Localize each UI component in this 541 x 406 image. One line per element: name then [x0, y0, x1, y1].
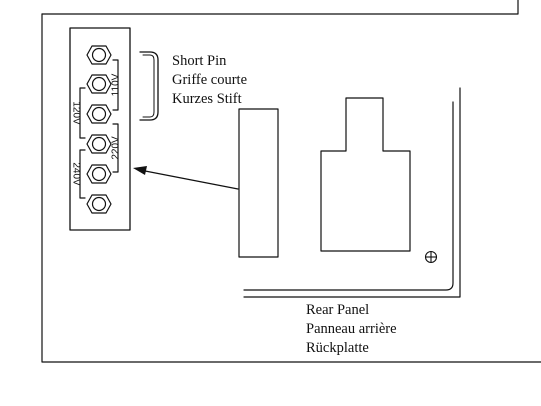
short-pin-label-2: Griffe courte: [172, 72, 248, 88]
voltage-label-120v: 120V: [70, 101, 82, 125]
pointer-arrow-line: [139, 169, 239, 190]
tall-component: [238, 108, 279, 258]
rear-panel-label-1: Rear Panel: [306, 302, 370, 318]
pin-3: [86, 104, 112, 124]
rear-panel-inner: [243, 101, 454, 291]
voltage-label-240v: 240V: [70, 162, 82, 186]
bracket-220v: [112, 123, 119, 173]
bracket-240v: [79, 149, 86, 199]
pin-6: [86, 194, 112, 214]
short-pin-brace: [139, 51, 159, 121]
rear-panel-outer: [243, 87, 461, 298]
top-border-line: [41, 0, 519, 15]
pin-2: [86, 74, 112, 94]
bracket-120v: [79, 87, 86, 139]
pointer-arrow-icon: [133, 166, 147, 175]
voltage-selector-board: [69, 27, 131, 231]
bracket-110v: [112, 59, 119, 111]
voltage-label-110v: 110V: [110, 73, 122, 97]
short-pin-label-1: Short Pin: [172, 53, 227, 69]
rear-panel-label-3: Rückplatte: [306, 340, 369, 356]
pin-1: [86, 45, 112, 65]
outer-frame: [41, 13, 541, 363]
voltage-label-220v: 220V: [110, 136, 122, 160]
pin-5: [86, 164, 112, 184]
short-pin-label-3: Kurzes Stift: [172, 91, 242, 107]
screw-icon: [424, 250, 438, 264]
transformer-component: [320, 97, 411, 252]
rear-panel-label-2: Panneau arrière: [306, 321, 397, 337]
pin-4: [86, 134, 112, 154]
